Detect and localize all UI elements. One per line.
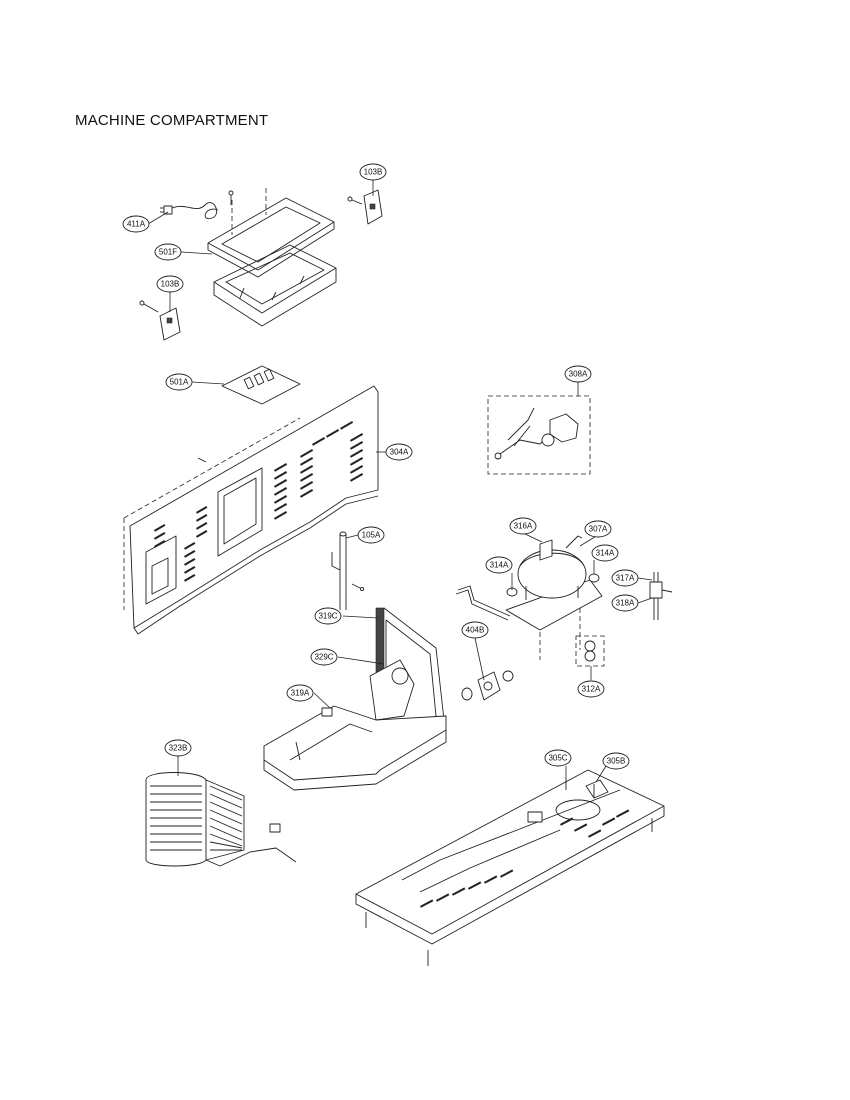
callout-label: 501F [159, 248, 177, 257]
callout-319c: 319C [314, 607, 342, 625]
callout-label: 314A [490, 561, 509, 570]
callout-label: 308A [569, 370, 588, 379]
callout-label: 305B [607, 757, 626, 766]
control-box-part [207, 188, 337, 327]
rear-panel-part [123, 385, 379, 635]
callout-label: 323B [169, 744, 188, 753]
callout-501a: 501A [165, 373, 193, 391]
callout-label: 411A [127, 220, 146, 229]
tube-part [331, 531, 365, 610]
callout-308a: 308A [564, 365, 592, 383]
callout-305c: 305C [544, 749, 572, 767]
callout-label: 105A [362, 531, 381, 540]
drier-part [649, 572, 673, 620]
callout-307a: 307A [584, 520, 612, 538]
callout-103b-top: 103B [359, 163, 387, 181]
callout-304a: 304A [385, 443, 413, 461]
callout-314a-right: 314A [591, 544, 619, 562]
rear-panel-vents [154, 421, 364, 582]
callout-label: 404B [466, 626, 485, 635]
base-plate-vents [419, 809, 630, 908]
callout-label: 312A [582, 685, 601, 694]
page-title: MACHINE COMPARTMENT [75, 112, 269, 129]
callout-312a: 312A [577, 680, 605, 698]
callout-label: 329C [314, 653, 333, 662]
compressor-part [455, 535, 603, 660]
callout-label: 316A [514, 522, 533, 531]
callout-404b: 404B [461, 621, 489, 639]
callout-318a: 318A [611, 594, 639, 612]
power-cord-part [160, 202, 219, 220]
harness-part [487, 395, 591, 475]
callout-319a: 319A [286, 684, 314, 702]
callout-label: 304A [390, 448, 409, 457]
callout-314a-left: 314A [485, 556, 513, 574]
callout-label: 501A [170, 378, 189, 387]
callout-label: 305C [548, 754, 567, 763]
fan-motor-part [461, 670, 514, 701]
base-plate-part [355, 769, 665, 966]
callout-label: 319A [291, 689, 310, 698]
bracket-part-lower [139, 300, 181, 341]
leader-lines [147, 180, 653, 783]
callout-305b: 305B [602, 752, 630, 770]
callout-316a: 316A [509, 517, 537, 535]
callout-329c: 329C [310, 648, 338, 666]
callout-317a: 317A [611, 569, 639, 587]
callout-label: 307A [589, 525, 608, 534]
callout-103b-lower: 103B [156, 275, 184, 293]
callout-105a: 105A [357, 526, 385, 544]
callout-label: 103B [161, 280, 180, 289]
pcb-part [221, 365, 301, 405]
callout-label: 314A [596, 549, 615, 558]
callout-label: 318A [616, 599, 635, 608]
callout-label: 319C [318, 612, 337, 621]
callout-label: 317A [616, 574, 635, 583]
callout-501f: 501F [154, 243, 182, 261]
grommet-part [575, 635, 605, 667]
callout-411a: 411A [122, 215, 150, 233]
condenser-coil-part [145, 772, 297, 867]
callout-323b: 323B [164, 739, 192, 757]
shroud-part [263, 607, 447, 791]
bracket-part-top [347, 189, 383, 225]
callout-label: 103B [364, 168, 383, 177]
